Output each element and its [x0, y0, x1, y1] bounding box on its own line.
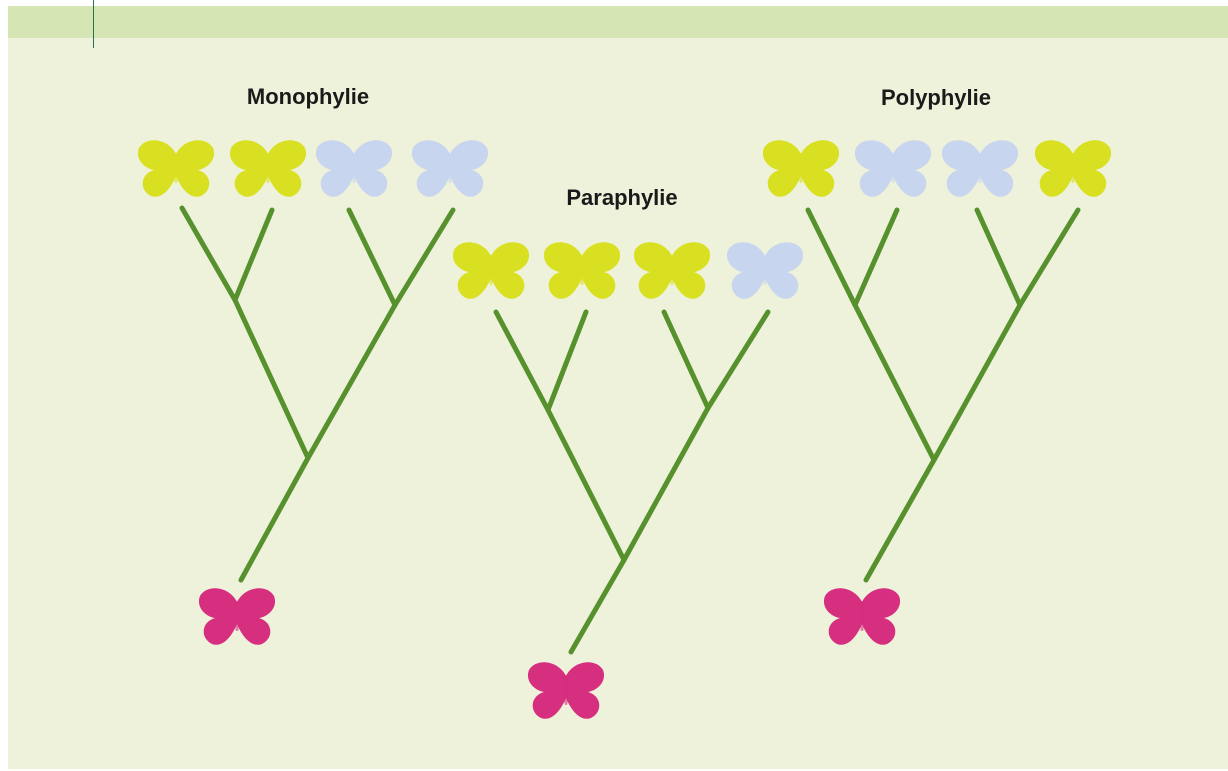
- butterfly-icon: [634, 242, 710, 298]
- branch: [548, 312, 586, 410]
- title-monophylie: Monophylie: [247, 84, 369, 109]
- branch: [866, 460, 934, 580]
- branch: [664, 312, 708, 408]
- branch: [855, 305, 934, 460]
- branch: [241, 458, 308, 580]
- butterfly-icon: [1035, 140, 1111, 196]
- branch: [571, 560, 624, 652]
- branch: [855, 210, 897, 305]
- branch: [548, 410, 624, 560]
- branch: [308, 305, 395, 458]
- tree-paraphylie: [496, 312, 768, 652]
- butterfly-icon: [528, 662, 604, 718]
- tree-monophylie: [182, 208, 453, 580]
- tree-polyphylie: [808, 210, 1078, 580]
- branch: [496, 312, 548, 410]
- butterfly-icon: [763, 140, 839, 196]
- branch: [708, 312, 768, 408]
- branch: [235, 210, 272, 300]
- branch: [624, 408, 708, 560]
- title-paraphylie: Paraphylie: [566, 185, 677, 210]
- branch: [808, 210, 855, 305]
- branch: [395, 210, 453, 305]
- butterfly-icon: [316, 140, 392, 196]
- butterfly-icon: [544, 242, 620, 298]
- butterfly-icon: [942, 140, 1018, 196]
- branch: [182, 208, 235, 300]
- butterfly-icon: [824, 588, 900, 644]
- branch: [977, 210, 1020, 305]
- branch: [349, 210, 395, 305]
- title-polyphylie: Polyphylie: [881, 85, 991, 110]
- butterfly-icon: [453, 242, 529, 298]
- branch: [934, 305, 1020, 460]
- butterfly-icon: [412, 140, 488, 196]
- butterfly-icon: [230, 140, 306, 196]
- branch: [1020, 210, 1078, 305]
- butterfly-layer: [138, 140, 1111, 718]
- butterfly-icon: [199, 588, 275, 644]
- butterfly-icon: [855, 140, 931, 196]
- branch: [235, 300, 308, 458]
- butterfly-icon: [727, 242, 803, 298]
- butterfly-icon: [138, 140, 214, 196]
